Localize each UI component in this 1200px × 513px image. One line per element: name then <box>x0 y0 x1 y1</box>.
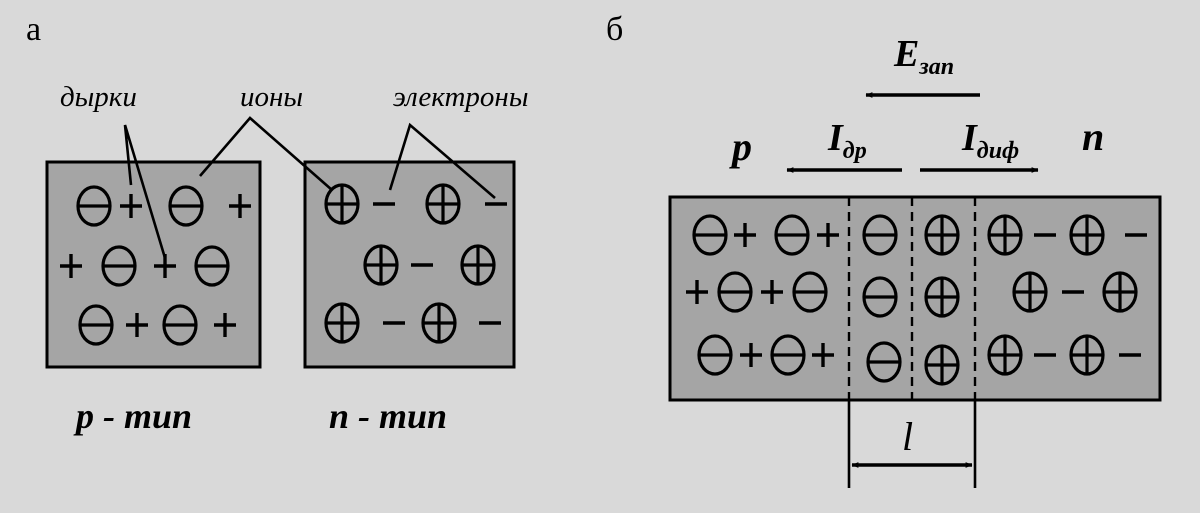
hole-icon <box>686 280 708 304</box>
hole-icon <box>812 343 834 367</box>
negative-ion-icon <box>162 304 198 346</box>
negative-ion-icon <box>862 276 898 318</box>
negative-ion-icon <box>717 271 753 313</box>
ions-label: ионы <box>240 81 303 113</box>
positive-ion-icon <box>1102 271 1138 313</box>
negative-ion-icon <box>770 334 806 376</box>
hole-icon <box>229 194 251 218</box>
panel-b-carriers <box>686 214 1147 386</box>
positive-ion-icon <box>924 344 960 386</box>
p-region-label: p <box>729 124 752 169</box>
n-region-label: n <box>1082 114 1104 159</box>
negative-ion-icon <box>697 334 733 376</box>
negative-ion-icon <box>78 304 114 346</box>
positive-ion-icon <box>1069 334 1105 376</box>
hole-icon <box>126 313 148 337</box>
negative-ion-icon <box>76 185 112 227</box>
negative-ion-icon <box>862 214 898 256</box>
positive-ion-icon <box>324 302 360 344</box>
positive-ion-icon <box>324 183 360 225</box>
depletion-width-label: l <box>902 414 913 459</box>
negative-ion-icon <box>101 245 137 287</box>
hole-icon <box>817 223 839 247</box>
callout-leaders <box>123 116 496 259</box>
positive-ion-icon <box>987 334 1023 376</box>
negative-ion-icon <box>692 214 728 256</box>
panel-b-label: б <box>606 11 623 48</box>
hole-icon <box>214 313 236 337</box>
ions-leader <box>199 116 333 191</box>
holes-leader <box>123 124 167 259</box>
positive-ion-icon <box>924 276 960 318</box>
hole-icon <box>60 254 82 278</box>
positive-ion-icon <box>987 214 1023 256</box>
positive-ion-icon <box>1012 271 1048 313</box>
hole-icon <box>740 343 762 367</box>
p-type-caption: p - тип <box>73 396 192 436</box>
electrons-leader <box>388 122 496 199</box>
negative-ion-icon <box>866 341 902 383</box>
diffusion-current-label: Iдиф <box>961 117 1019 164</box>
positive-ion-icon <box>1069 214 1105 256</box>
positive-ion-icon <box>460 244 496 286</box>
positive-ion-icon <box>425 183 461 225</box>
negative-ion-icon <box>792 271 828 313</box>
positive-ion-icon <box>924 214 960 256</box>
hole-icon <box>734 223 756 247</box>
drift-current-label: Iдр <box>827 117 867 164</box>
electrons-label: электроны <box>393 81 528 113</box>
panel-a-label: а <box>26 11 41 48</box>
negative-ion-icon <box>774 214 810 256</box>
negative-ion-icon <box>194 245 230 287</box>
positive-ion-icon <box>363 244 399 286</box>
positive-ion-icon <box>421 302 457 344</box>
holes-label: дырки <box>60 81 137 113</box>
hole-icon <box>761 280 783 304</box>
field-label: Eзап <box>893 33 954 80</box>
hole-icon <box>120 194 142 218</box>
n-type-caption: n - тип <box>329 396 447 436</box>
negative-ion-icon <box>168 185 204 227</box>
